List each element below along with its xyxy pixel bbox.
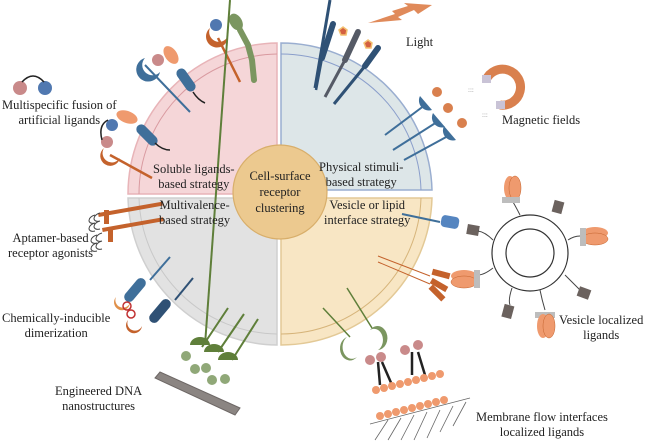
annotation-chemical: Chemically-inducible dimerization [2, 311, 110, 341]
annotation-line: dimerization [24, 326, 88, 340]
annotation-light: Light [406, 35, 433, 50]
quadrant-label-line: Physical stimuli- [319, 160, 404, 174]
quadrant-label-line: Vesicle or lipid [329, 198, 406, 212]
soluble-receptor-2-icon [100, 110, 171, 180]
soluble-receptor-1-icon [136, 46, 206, 113]
annotation-dna: Engineered DNA nanostructures [55, 384, 142, 414]
svg-text::::: ::: [482, 111, 488, 119]
annotation-vesicle-ligands: Vesicle localized ligands [559, 313, 643, 343]
annotation-line: Chemically-inducible [2, 311, 111, 325]
quadrant-label-physical: Physical stimuli- based strategy [319, 160, 403, 190]
center-label-line: clustering [255, 201, 305, 215]
magnetic-receptors-icon [384, 87, 467, 161]
dna-nanostructure-icon [154, 0, 259, 416]
annotation-line: artificial ligands [18, 113, 101, 127]
annotation-membrane: Membrane flow interfaces localized ligan… [476, 410, 608, 440]
quadrant-label-line: Soluble ligands- [153, 162, 235, 176]
membrane-bilayer-icon [322, 287, 471, 441]
center-label: Cell-surface receptor clustering [233, 145, 327, 239]
light-bolt-icon [368, 3, 432, 23]
annotation-aptamer: Aptamer-based receptor agonists [8, 231, 93, 261]
annotation-multispecific: Multispecific fusion of artificial ligan… [2, 98, 117, 128]
cid-receptors-icon [114, 256, 194, 334]
light-receptors-icon [313, 0, 381, 105]
aptamer-icon [88, 201, 164, 252]
quadrant-label-line: based strategy [158, 177, 230, 191]
center-label-line: Cell-surface [249, 169, 311, 183]
vesicle-receptor-icon [377, 213, 480, 302]
inner-ring-vesicle [280, 197, 422, 335]
inner-ring-physical [280, 53, 422, 191]
quadrant-label-line: based strategy [325, 175, 397, 189]
quadrant-vesicle [280, 197, 433, 346]
quadrant-label-line: Multivalence- [159, 198, 230, 212]
vesicle-icon [450, 175, 609, 339]
quadrant-label-line: interface strategy [324, 213, 411, 227]
annotation-line: receptor agonists [8, 246, 94, 260]
center-circle [232, 144, 328, 240]
svg-text::::: ::: [468, 86, 474, 94]
quadrant-label-vesicle: Vesicle or lipid interface strategy [324, 198, 410, 228]
magnet-icon: ::: ::: [468, 64, 525, 119]
inner-ring-soluble [138, 53, 278, 195]
annotation-line: Multispecific fusion of [2, 98, 117, 112]
multispecific-ligand-icon [13, 75, 52, 95]
annotation-line: Engineered DNA [55, 384, 143, 398]
quadrant-label-soluble: Soluble ligands- based strategy [153, 162, 235, 192]
quadrant-label-multivalence: Multivalence- based strategy [159, 198, 230, 228]
annotation-line: Aptamer-based [12, 231, 89, 245]
center-label-line: receptor [259, 185, 301, 199]
annotation-magnetic: Magnetic fields [502, 113, 580, 128]
quadrant-label-line: based strategy [159, 213, 231, 227]
annotation-line: localized ligands [499, 425, 585, 439]
annotation-line: Light [406, 35, 434, 49]
annotation-line: ligands [583, 328, 620, 342]
annotation-line: Vesicle localized [559, 313, 644, 327]
annotation-line: Membrane flow interfaces [476, 410, 608, 424]
annotation-line: nanostructures [62, 399, 136, 413]
annotation-line: Magnetic fields [502, 113, 581, 127]
soluble-receptor-3-icon [206, 13, 257, 83]
